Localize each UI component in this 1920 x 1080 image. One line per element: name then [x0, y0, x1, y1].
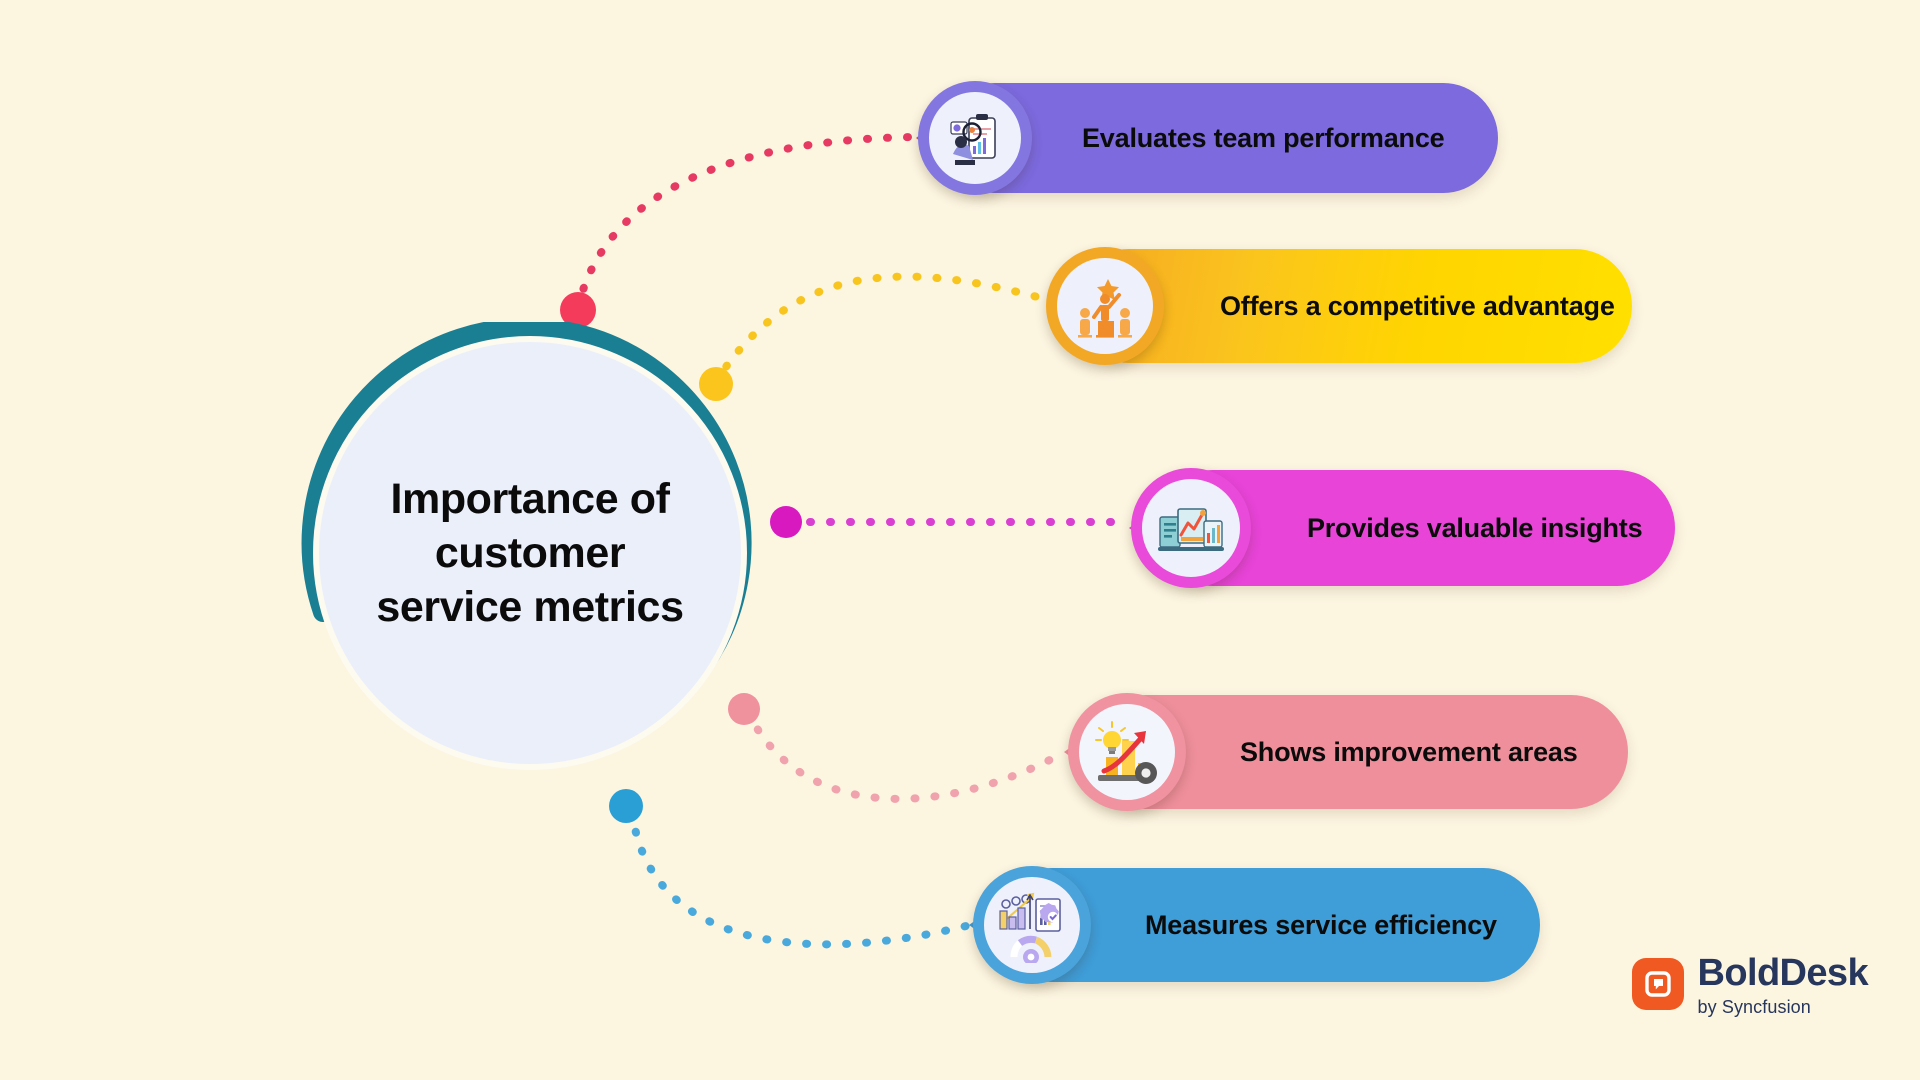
data-dashboard-icon — [1131, 468, 1251, 588]
bolddesk-logo: BoldDesk by Syncfusion — [1631, 952, 1869, 1018]
podium-winner-icon — [1046, 247, 1164, 365]
branch-node-4[interactable] — [728, 693, 760, 725]
logo-brand-text: BoldDesk — [1697, 952, 1869, 995]
branch-label: Evaluates team performance — [1082, 122, 1445, 153]
branch-label: Shows improvement areas — [1240, 736, 1578, 767]
connector-path-5 — [628, 808, 974, 949]
branch-item-measures-service-efficiency[interactable]: Measures service efficiency — [969, 866, 1540, 984]
branch-item-provides-valuable-insights[interactable]: Provides valuable insights — [1129, 468, 1675, 588]
branch-item-evaluates-team-performance[interactable]: Evaluates team performance — [916, 81, 1498, 195]
branch-label: Offers a competitive advantage — [1220, 290, 1615, 321]
connector-path-2 — [711, 272, 1052, 387]
logo-tagline-text: by Syncfusion — [1697, 997, 1811, 1017]
efficiency-gauge-icon — [973, 866, 1091, 984]
central-hub: Importance of customer service metrics — [299, 322, 761, 784]
branch-node-2[interactable] — [699, 367, 733, 401]
connector-path-4 — [744, 708, 1069, 803]
performance-review-icon — [918, 81, 1032, 195]
hub-disc: Importance of customer service metrics — [313, 336, 747, 770]
branch-item-shows-improvement-areas[interactable]: Shows improvement areas — [1064, 693, 1628, 811]
branch-label: Measures service efficiency — [1145, 909, 1497, 940]
branch-node-3[interactable] — [770, 506, 802, 538]
branch-node-1[interactable] — [560, 292, 596, 328]
branch-label: Provides valuable insights — [1307, 512, 1643, 543]
bolddesk-chat-square-icon — [1631, 958, 1684, 1011]
page-title: Importance of customer service metrics — [376, 474, 684, 632]
connector-path-1 — [574, 133, 919, 312]
branch-item-offers-a-competitive-advantage[interactable]: Offers a competitive advantage — [1046, 247, 1632, 365]
growth-idea-icon — [1068, 693, 1186, 811]
branch-node-5[interactable] — [609, 789, 643, 823]
